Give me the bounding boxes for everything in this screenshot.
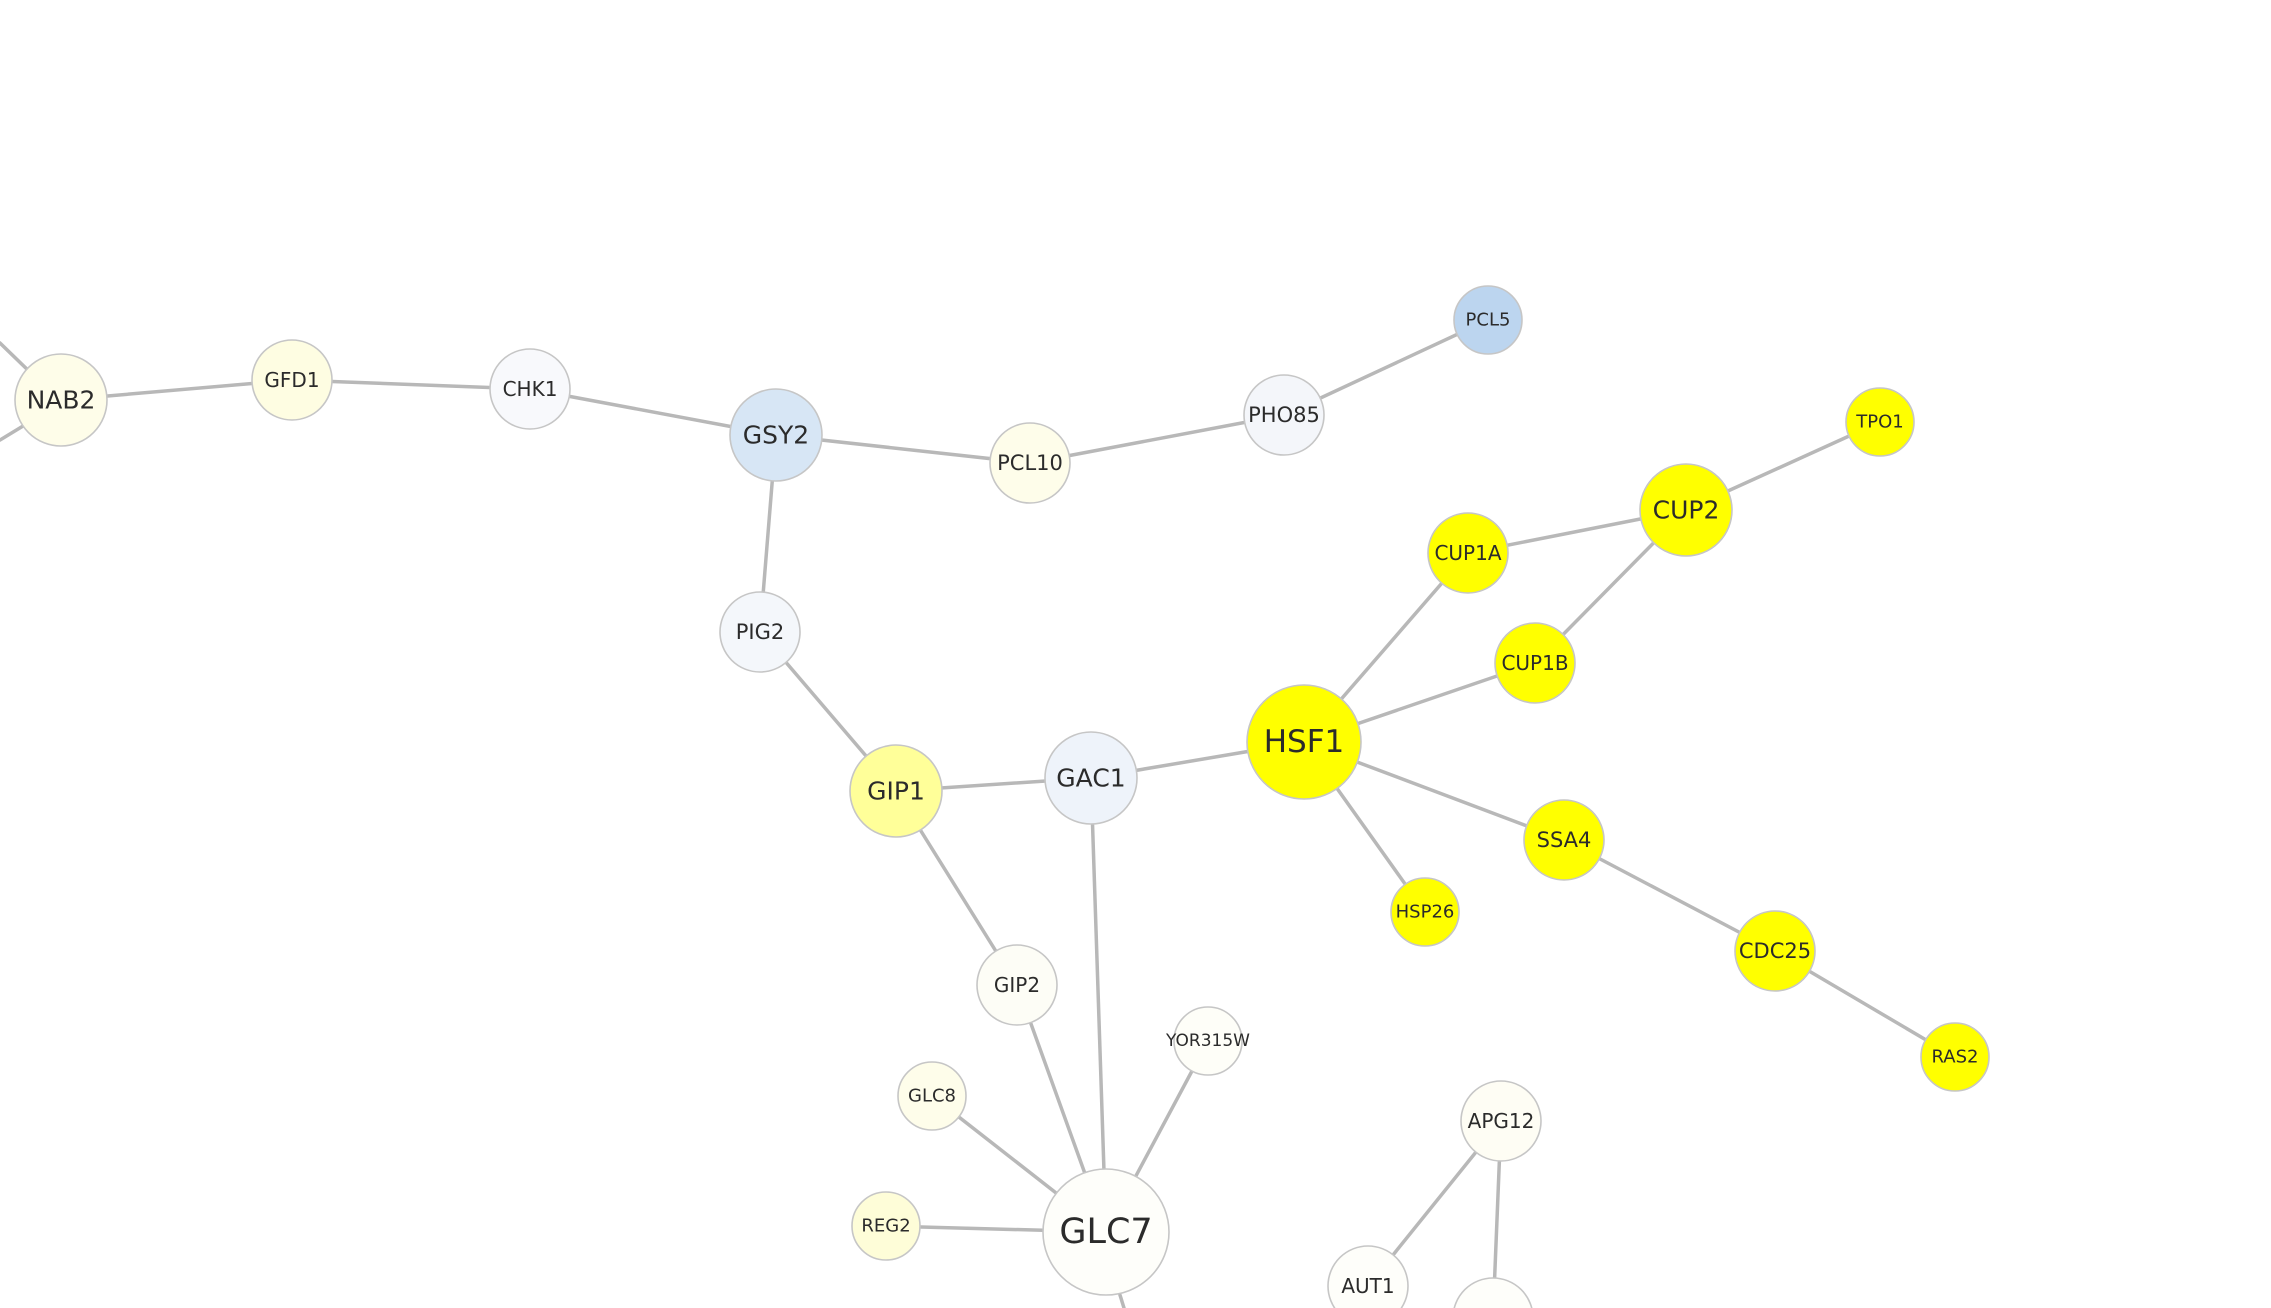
node-circle[interactable] — [489, 348, 571, 430]
node-circle[interactable] — [1390, 877, 1460, 947]
node-cup1b[interactable]: CUP1B — [1494, 622, 1576, 704]
node-reg2[interactable]: REG2 — [851, 1191, 921, 1261]
node-tpo1[interactable]: TPO1 — [1845, 387, 1915, 457]
node-label: APG12 — [1468, 1109, 1535, 1133]
node-label: CUP2 — [1653, 496, 1720, 525]
edge-pcl10-pho85 — [1028, 413, 1286, 465]
edges-layer — [0, 318, 1957, 1308]
node-circle[interactable] — [1243, 374, 1325, 456]
node-circle[interactable] — [729, 388, 823, 482]
node-circle[interactable] — [989, 422, 1071, 504]
node-label: TPO1 — [1855, 412, 1903, 433]
node-hsf1[interactable]: HSF1 — [1246, 684, 1362, 800]
node-circle[interactable] — [897, 1061, 967, 1131]
node-label: PCL5 — [1466, 310, 1511, 331]
node-circle[interactable] — [849, 744, 943, 838]
node-label: CDC25 — [1739, 939, 1811, 963]
node-circle[interactable] — [976, 944, 1058, 1026]
node-gip1[interactable]: GIP1 — [849, 744, 943, 838]
node-nab2[interactable]: NAB2 — [14, 353, 108, 447]
node-circle[interactable] — [1460, 1080, 1542, 1162]
node-ras2[interactable]: RAS2 — [1920, 1022, 1990, 1092]
node-cdc25[interactable]: CDC25 — [1734, 910, 1816, 992]
node-pcl5[interactable]: PCL5 — [1453, 285, 1523, 355]
node-label: SSA4 — [1537, 828, 1592, 852]
edge-offscreen-glc7-lower — [1118, 1293, 1126, 1308]
node-circle[interactable] — [14, 353, 108, 447]
node-circle[interactable] — [1639, 463, 1733, 557]
node-gac1[interactable]: GAC1 — [1044, 731, 1138, 825]
node-label: HSP26 — [1396, 902, 1455, 923]
node-label: GIP1 — [867, 777, 925, 806]
node-apg12[interactable]: APG12 — [1460, 1080, 1542, 1162]
node-cup1a[interactable]: CUP1A — [1427, 512, 1509, 594]
node-label: HSF1 — [1264, 724, 1345, 760]
node-hsp26[interactable]: HSP26 — [1390, 877, 1460, 947]
node-label: GLC8 — [908, 1086, 956, 1107]
node-circle[interactable] — [1920, 1022, 1990, 1092]
node-pho85[interactable]: PHO85 — [1243, 374, 1325, 456]
node-label: GIP2 — [994, 973, 1040, 997]
node-label: CUP1B — [1501, 651, 1568, 675]
node-label: GSY2 — [743, 421, 809, 450]
node-gfd1[interactable]: GFD1 — [251, 339, 333, 421]
node-circle[interactable] — [851, 1191, 921, 1261]
node-label: YOR315W — [1165, 1031, 1250, 1051]
node-label: GFD1 — [264, 368, 319, 392]
node-label: CUP1A — [1434, 541, 1501, 565]
node-circle[interactable] — [719, 591, 801, 673]
node-label: NAB2 — [27, 386, 96, 415]
node-pcl10[interactable]: PCL10 — [989, 422, 1071, 504]
node-circle[interactable] — [1453, 1277, 1533, 1308]
node-circle[interactable] — [1044, 731, 1138, 825]
node-chk1[interactable]: CHK1 — [489, 348, 571, 430]
node-glc8[interactable]: GLC8 — [897, 1061, 967, 1131]
node-cup2[interactable]: CUP2 — [1639, 463, 1733, 557]
node-circle[interactable] — [1173, 1006, 1243, 1076]
node-circle[interactable] — [1734, 910, 1816, 992]
node-ssa4[interactable]: SSA4 — [1523, 799, 1605, 881]
node-circle[interactable] — [1427, 512, 1509, 594]
node-gsy2[interactable]: GSY2 — [729, 388, 823, 482]
node-circle[interactable] — [1246, 684, 1362, 800]
node-aut1[interactable]: AUT1 — [1327, 1245, 1409, 1308]
node-label: PHO85 — [1248, 403, 1320, 427]
node-label: GLC7 — [1059, 1212, 1152, 1252]
node-circle[interactable] — [1845, 387, 1915, 457]
node-label: PCL10 — [997, 451, 1063, 475]
node-pig2[interactable]: PIG2 — [719, 591, 801, 673]
edge-gac1-glc7 — [1089, 776, 1108, 1234]
node-label: AUT1 — [1341, 1274, 1394, 1298]
node-yor315w[interactable]: YOR315W — [1165, 1006, 1250, 1076]
node-circle[interactable] — [251, 339, 333, 421]
node-circle[interactable] — [1327, 1245, 1409, 1308]
node-circle[interactable] — [1494, 622, 1576, 704]
node-label: CHK1 — [503, 377, 558, 401]
node-label: GAC1 — [1056, 764, 1125, 793]
node-apg-partial[interactable] — [1453, 1277, 1533, 1308]
node-label: PIG2 — [736, 620, 785, 644]
node-circle[interactable] — [1453, 285, 1523, 355]
node-label: RAS2 — [1932, 1047, 1979, 1068]
node-label: REG2 — [861, 1216, 910, 1237]
node-glc7[interactable]: GLC7 — [1042, 1168, 1170, 1296]
node-circle[interactable] — [1042, 1168, 1170, 1296]
node-circle[interactable] — [1523, 799, 1605, 881]
node-gip2[interactable]: GIP2 — [976, 944, 1058, 1026]
